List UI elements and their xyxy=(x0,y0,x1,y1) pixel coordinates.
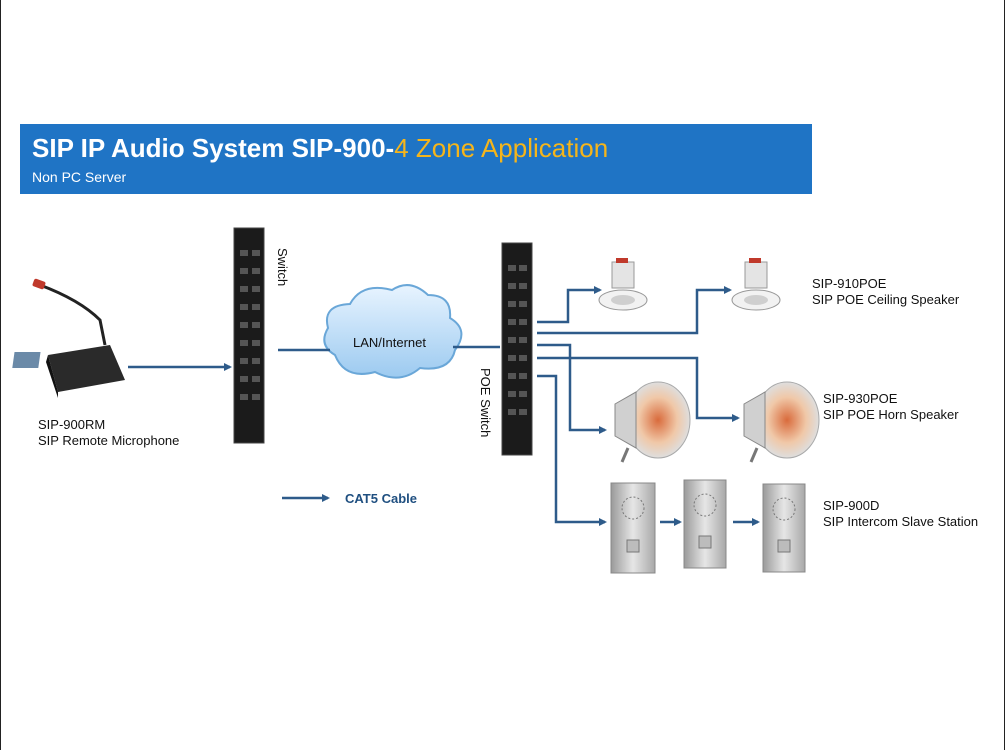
page-subtitle: Non PC Server xyxy=(32,169,127,185)
cloud-label: LAN/Internet xyxy=(353,335,426,350)
mic-label: SIP-900RM SIP Remote Microphone xyxy=(38,417,179,449)
intercom-station-icon xyxy=(683,479,727,569)
remote-microphone-icon xyxy=(12,278,125,398)
intercom-model: SIP-900D xyxy=(823,498,880,513)
intercom-station-icon xyxy=(762,483,806,573)
ceiling-model: SIP-910POE xyxy=(812,276,887,291)
intercom-station-icon xyxy=(610,482,656,574)
intercom-name: SIP Intercom Slave Station xyxy=(823,514,979,529)
ceiling-speaker-icon xyxy=(598,258,648,311)
horn-speaker-label: SIP-930POE SIP POE Horn Speaker xyxy=(823,391,959,423)
switch-icon xyxy=(233,227,265,444)
ceiling-name: SIP POE Ceiling Speaker xyxy=(812,292,960,307)
horn-name: SIP POE Horn Speaker xyxy=(823,407,959,422)
cloud-icon xyxy=(323,284,463,379)
title-highlight: 4 Zone Application xyxy=(394,133,609,163)
horn-speaker-icon xyxy=(743,381,820,463)
switch-label: Switch xyxy=(275,248,290,287)
horn-speaker-icon xyxy=(614,381,691,463)
ceiling-speaker-icon xyxy=(731,258,781,311)
poe-switch-label: POE Switch xyxy=(478,368,493,438)
cat5-cables xyxy=(128,286,760,526)
intercom-label: SIP-900D SIP Intercom Slave Station xyxy=(823,498,978,530)
mic-model: SIP-900RM xyxy=(38,417,106,432)
horn-model: SIP-930POE xyxy=(823,391,898,406)
poe-switch-icon xyxy=(501,242,533,456)
legend-cat5-label: CAT5 Cable xyxy=(345,491,417,506)
title-main: SIP IP Audio System SIP-900- xyxy=(32,133,395,163)
title-banner: SIP IP Audio System SIP-900-4 Zone Appli… xyxy=(20,124,812,194)
ceiling-speaker-label: SIP-910POE SIP POE Ceiling Speaker xyxy=(812,276,959,308)
mic-name: SIP Remote Microphone xyxy=(38,433,180,448)
page-title: SIP IP Audio System SIP-900-4 Zone Appli… xyxy=(32,133,608,164)
